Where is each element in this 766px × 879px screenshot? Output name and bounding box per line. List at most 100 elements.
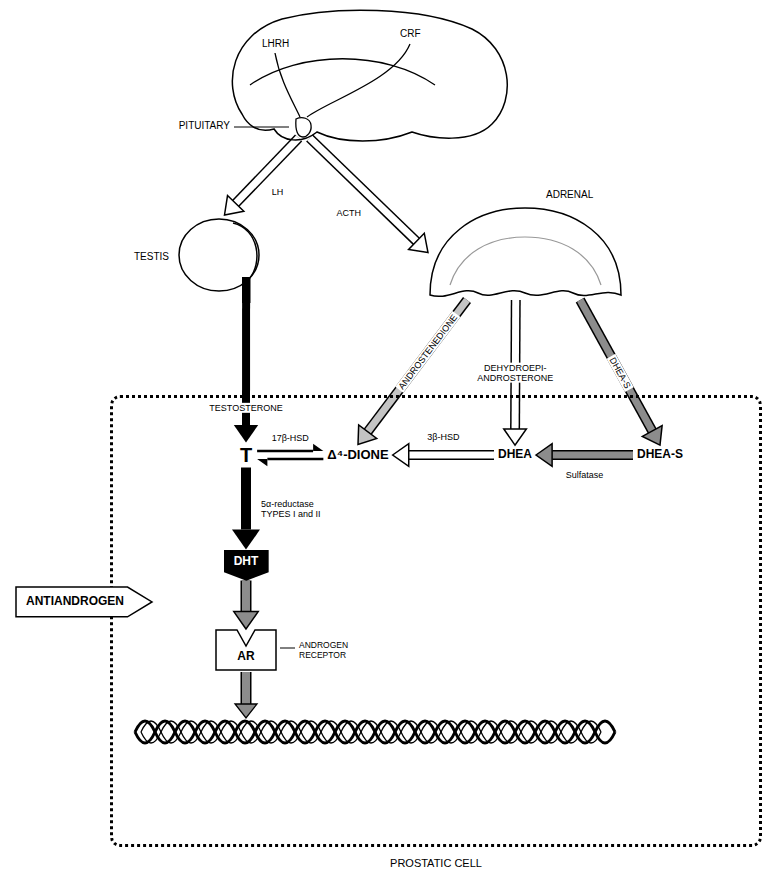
anti-outline — [16, 587, 152, 617]
testis-organ: TESTIS — [175, 215, 265, 303]
reaction-arrow — [536, 444, 633, 467]
enzyme-label: 3β-HSD — [425, 432, 461, 442]
arrow-shaft — [580, 300, 652, 431]
enzyme-label: DEHYDROEPI- ANDROSTERONE — [468, 362, 562, 383]
brain-outline: LHRH CRF — [222, 4, 514, 156]
arrow-head — [642, 426, 662, 446]
brain-shape — [222, 4, 514, 156]
dna-helix — [135, 721, 615, 743]
arrow-head — [536, 444, 552, 467]
enzyme-label: DHEA-S — [606, 353, 633, 391]
testis-shape — [175, 215, 265, 303]
hypothalamic-tract — [307, 44, 410, 117]
enzyme-label: TESTOSTERONE — [207, 402, 284, 412]
arrow-shaft — [236, 138, 299, 203]
arrow-head — [393, 444, 409, 467]
steroid-name: Δ⁴-DIONE — [327, 448, 388, 463]
ar-outline — [216, 630, 276, 670]
arrow-head — [234, 425, 258, 442]
reaction-arrow — [232, 468, 260, 550]
arrow-head — [358, 425, 377, 445]
hormone-label: CRF — [400, 28, 421, 40]
arrow-shaft — [409, 451, 494, 458]
reaction-arrow — [310, 138, 428, 253]
pit-shape — [292, 116, 314, 138]
arrow-shaft — [257, 450, 313, 453]
arrow-shaft — [552, 451, 633, 458]
dna-strand — [135, 721, 615, 743]
dht-block: DHT — [224, 550, 269, 581]
dna-strand — [135, 721, 615, 743]
arrow-outline — [240, 580, 251, 611]
receptor-label: AR — [215, 650, 277, 664]
leader-line — [234, 127, 289, 128]
reaction-arrow — [257, 444, 323, 467]
part-label: ANDROGEN RECEPTOR — [299, 641, 363, 661]
arrow-shaft — [241, 468, 251, 530]
androgen-receptor: AR — [215, 629, 277, 671]
arrow-head — [504, 429, 527, 445]
adrenal-shape — [428, 205, 623, 300]
reaction-arrow — [580, 300, 662, 445]
organ-label: ADRENAL — [546, 189, 593, 201]
steroid-node: Δ⁴-DIONE — [323, 445, 392, 466]
enzyme-label: 5α-reductase TYPES I and II — [259, 498, 333, 519]
reaction-arrow — [393, 444, 494, 467]
arrow-shaft — [310, 138, 417, 241]
leader-line — [280, 648, 295, 649]
pit-outline — [296, 118, 311, 137]
steroid-name: T — [240, 444, 252, 467]
steroid-node: DHEA — [494, 445, 536, 465]
hypothalamic-tract — [275, 53, 300, 117]
testis-outline — [233, 223, 257, 279]
steroid-node: T — [235, 443, 257, 468]
pituitary-gland: PITUITARY — [292, 116, 314, 138]
arrow-shaft — [242, 580, 250, 611]
arrow-shaft — [267, 458, 323, 461]
enzyme-label: ANDROSTENEDIONE — [395, 311, 460, 393]
arrow-head — [409, 233, 428, 252]
arrow-head — [225, 196, 244, 215]
arrow-head — [234, 612, 258, 629]
arrow-head — [313, 444, 323, 451]
dna-strand — [141, 721, 601, 743]
arrow-outline — [368, 300, 467, 432]
enzyme-label: ACTH — [335, 208, 364, 218]
reaction-arrow — [234, 580, 258, 629]
arrow-outline — [310, 138, 417, 241]
antiandrogen-arrow: ANTIANDROGEN — [16, 587, 152, 617]
arrow-head — [232, 530, 260, 550]
hormone-label: LHRH — [262, 38, 289, 50]
prostatic-cell: TΔ⁴-DIONEDHEADHEA-SDHTARPROSTATIC CELL — [110, 395, 762, 847]
arrow-outline — [580, 300, 652, 431]
reaction-arrow — [234, 303, 258, 443]
arrow-outline — [236, 138, 299, 203]
enzyme-label: LH — [270, 186, 286, 196]
drug-label: ANTIANDROGEN — [26, 595, 124, 609]
reaction-arrow — [225, 138, 299, 215]
arrow-shaft — [368, 300, 467, 432]
adrenal-gland: ADRENAL — [428, 205, 623, 300]
organ-label: PITUITARY — [179, 120, 230, 132]
enzyme-label: 17β-HSD — [270, 433, 311, 443]
arrow-outline — [552, 450, 633, 460]
organ-label: TESTIS — [134, 251, 169, 263]
reaction-arrow — [358, 300, 467, 445]
cell-caption: PROSTATIC CELL — [113, 857, 759, 870]
steroid-name: DHT — [234, 555, 259, 569]
testis-outline — [242, 277, 251, 303]
arrow-head — [257, 459, 267, 466]
dht-outline — [224, 550, 269, 581]
adrenal-outline — [430, 208, 621, 296]
steroid-name: DHEA — [498, 448, 532, 462]
transcription-arrow — [242, 672, 250, 705]
transcription-arrowhead — [235, 704, 257, 718]
steroid-name: DHEA-S — [637, 448, 683, 462]
adrenal-outline — [450, 237, 601, 285]
brain-outline — [232, 10, 507, 141]
dna-strand — [141, 721, 601, 743]
